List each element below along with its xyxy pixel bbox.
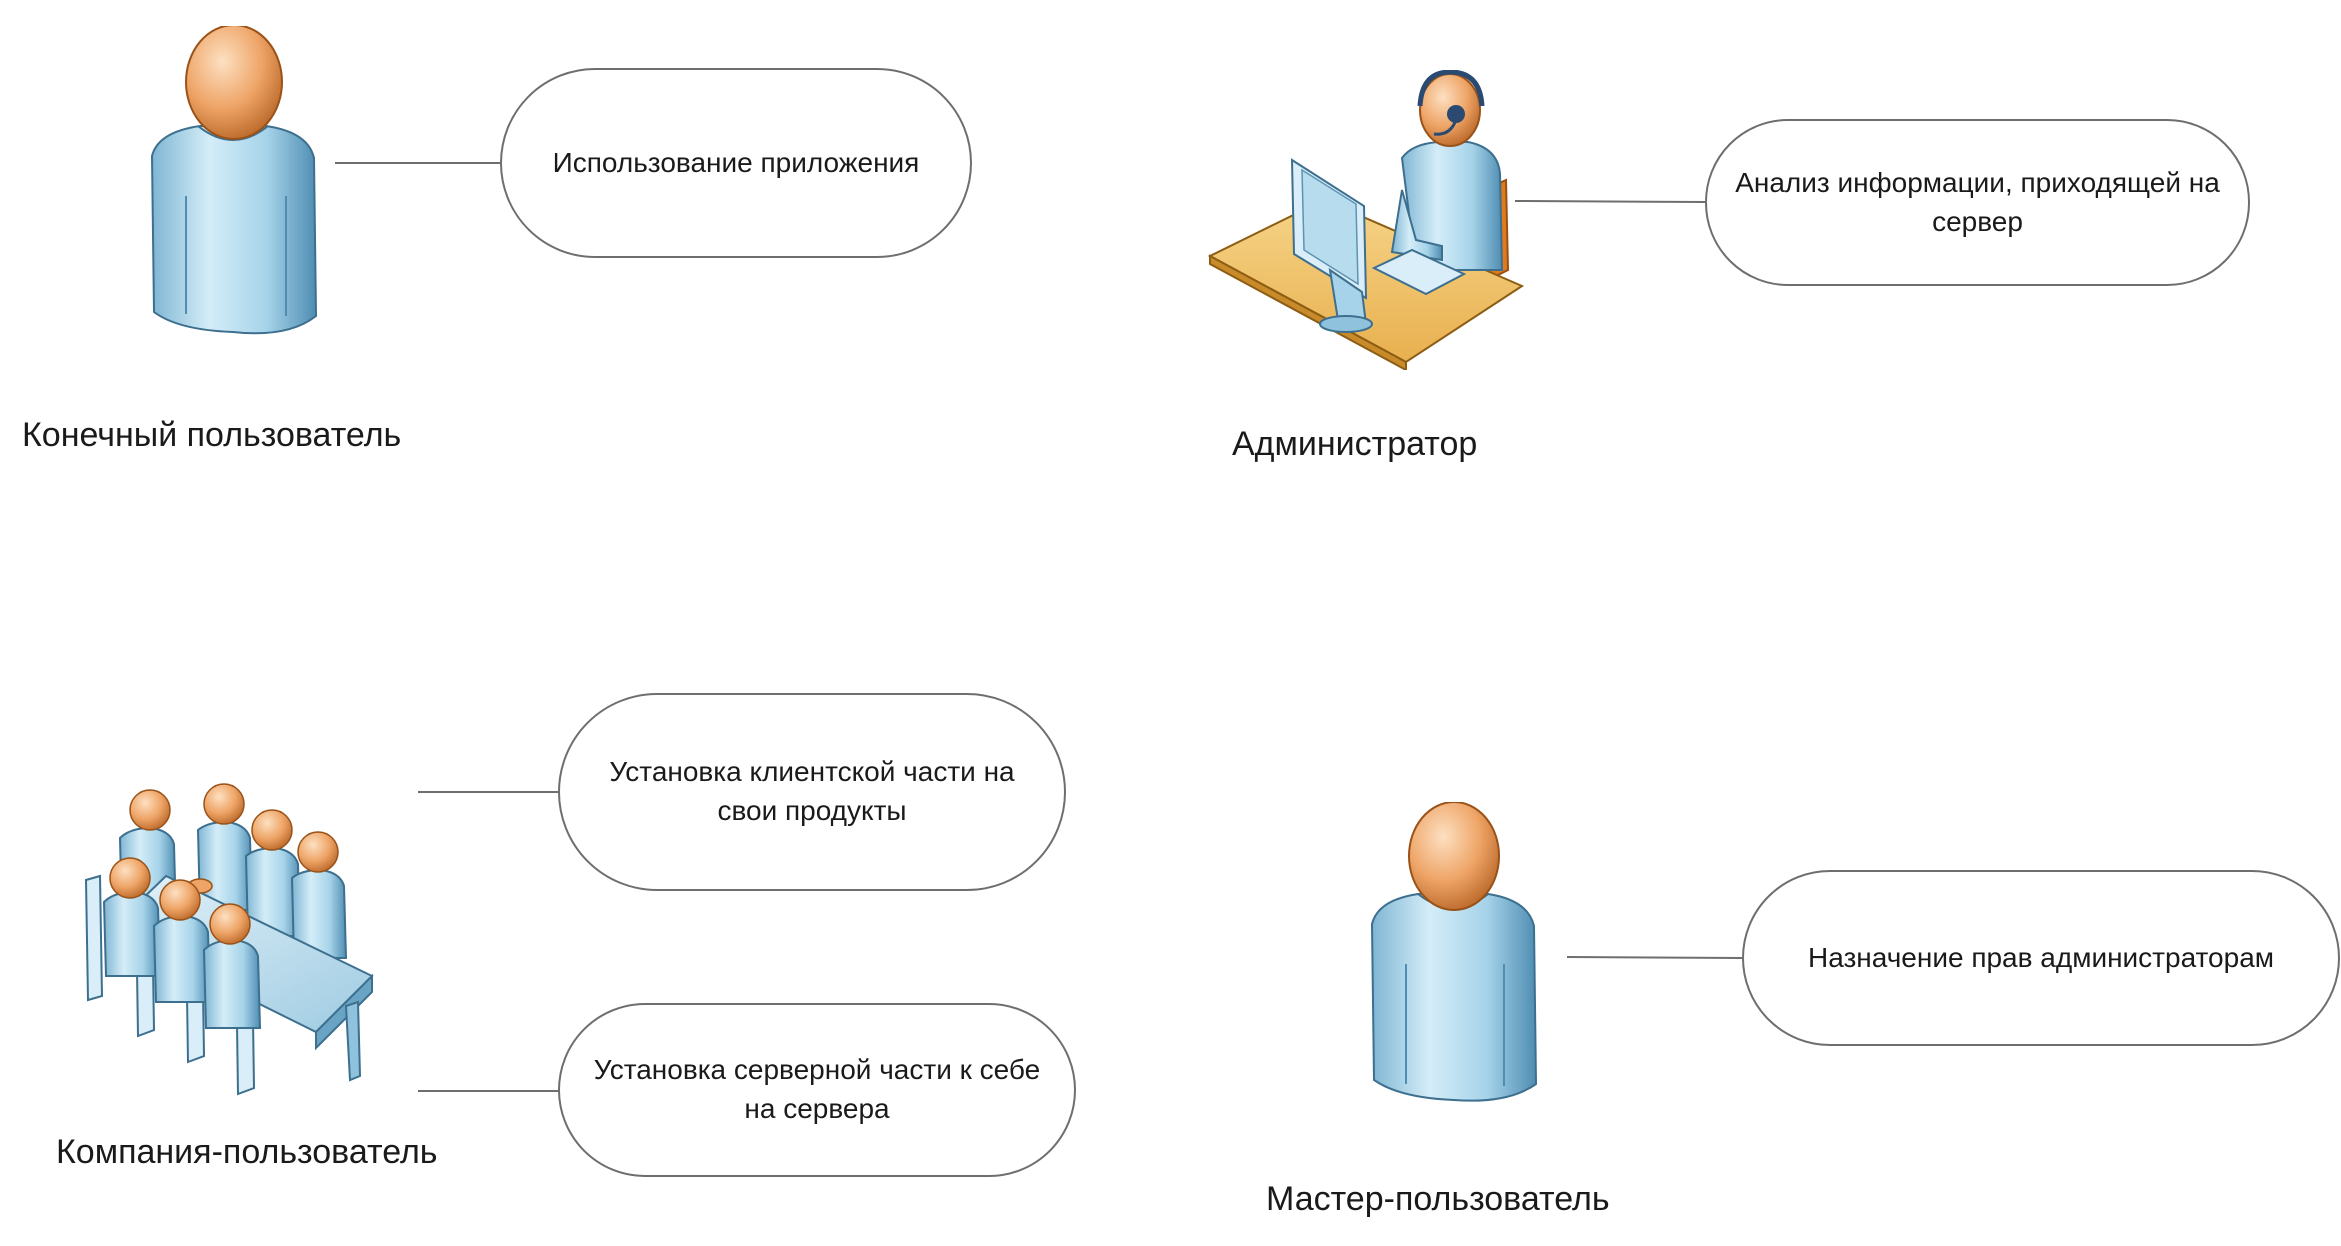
- admin-workstation-icon: [1207, 70, 1525, 370]
- actor-label-company-user: Компания-пользователь: [56, 1133, 438, 1171]
- use-case-use-app: Использование приложения: [500, 68, 972, 258]
- use-case-text: Использование приложения: [552, 146, 920, 178]
- connector-admin: [1514, 200, 1706, 203]
- use-case-text: Установка клиентской части на свои проду…: [609, 756, 1015, 826]
- connector-master-user: [1566, 956, 1743, 959]
- meeting-group-icon: [84, 783, 374, 1096]
- use-case-analyze-info: Анализ информации, приходящей на сервер: [1705, 119, 2250, 286]
- use-case-assign-rights: Назначение прав администраторам: [1742, 870, 2340, 1046]
- use-case-text: Назначение прав администраторам: [1807, 941, 2275, 973]
- actor-label-master-user: Мастер-пользователь: [1266, 1180, 1610, 1218]
- master-user-person-icon: [1370, 802, 1538, 1102]
- actor-label-end-user: Конечный пользователь: [22, 416, 402, 454]
- use-case-text: Установка серверной части к себе на серв…: [593, 1054, 1041, 1124]
- end-user-person-icon: [150, 26, 318, 335]
- use-case-install-server: Установка серверной части к себе на серв…: [558, 1003, 1076, 1177]
- actor-label-admin: Администратор: [1232, 425, 1478, 463]
- use-case-install-client: Установка клиентской части на свои проду…: [558, 693, 1066, 891]
- use-case-text: Анализ информации, приходящей на сервер: [1735, 166, 2220, 237]
